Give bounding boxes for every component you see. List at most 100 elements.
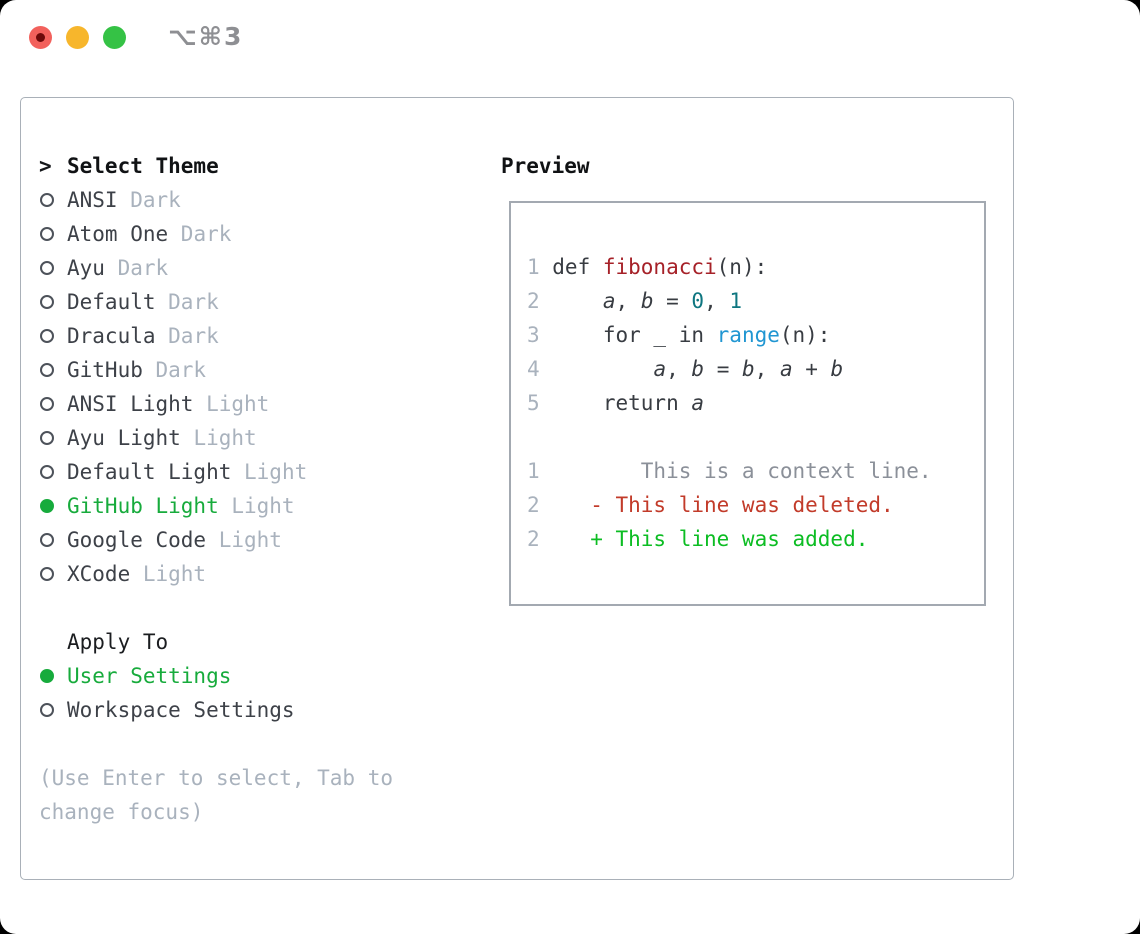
code-token: b <box>830 357 844 381</box>
code-token: fibonacci <box>602 255 717 279</box>
close-button[interactable] <box>29 26 52 49</box>
code-token: , <box>666 357 692 381</box>
radio-icon <box>40 465 54 479</box>
code-token: + <box>792 357 831 381</box>
theme-variant-label: Light <box>206 392 270 416</box>
keyboard-hint: (Use Enter to select, Tab to change focu… <box>39 761 479 829</box>
theme-variant-label: Light <box>142 562 207 586</box>
theme-variant-label: Dark <box>168 290 219 314</box>
apply-option-workspace-settings[interactable]: Workspace Settings <box>39 693 479 727</box>
prompt-caret-icon: > <box>39 154 52 178</box>
radio-icon <box>40 431 54 445</box>
code-line: 2 a, b = 0, 1 <box>527 284 984 318</box>
code-token: , <box>704 289 730 313</box>
theme-variant-label: Light <box>231 494 295 518</box>
line-number: 1 <box>527 459 540 483</box>
select-theme-header: > Select Theme <box>39 149 479 183</box>
code-token: for _ in <box>552 323 717 347</box>
code-token: , <box>754 357 780 381</box>
apply-option-label: Workspace Settings <box>67 698 295 722</box>
zoom-button[interactable] <box>103 26 126 49</box>
line-number: 2 <box>527 527 540 551</box>
code-token: a <box>653 357 667 381</box>
theme-variant-label: Dark <box>117 256 169 280</box>
code-token: (n): <box>716 255 768 279</box>
diff-line-added: 2 + This line was added. <box>527 522 984 556</box>
diff-text: This is a context line. <box>552 459 932 483</box>
apply-to-title: Apply To <box>67 630 169 654</box>
line-number: 3 <box>527 323 540 347</box>
theme-option-atom-one[interactable]: Atom One Dark <box>39 217 479 251</box>
theme-option-default-light[interactable]: Default Light Light <box>39 455 479 489</box>
diff-line-context: 1 This is a context line. <box>527 454 984 488</box>
radio-icon <box>40 261 54 275</box>
code-token: return <box>552 391 692 415</box>
theme-option-github[interactable]: GitHub Dark <box>39 353 479 387</box>
code-token: a <box>691 391 705 415</box>
preview-title: Preview <box>501 154 590 178</box>
code-token: a <box>602 289 616 313</box>
code-token: 1 <box>729 289 743 313</box>
hint-line: change focus) <box>39 800 204 824</box>
code-token: = <box>653 289 692 313</box>
radio-icon <box>40 227 54 241</box>
code-token: a <box>779 357 793 381</box>
diff-line-deleted: 2 - This line was deleted. <box>527 488 984 522</box>
theme-option-label: Ayu <box>67 256 105 280</box>
close-dot-icon <box>36 33 45 42</box>
theme-option-label: Default <box>67 290 156 314</box>
diff-text: - This line was deleted. <box>552 493 894 517</box>
radio-selected-icon <box>40 499 54 513</box>
radio-icon <box>40 397 54 411</box>
theme-variant-label: Light <box>193 426 257 450</box>
code-token: 0 <box>691 289 705 313</box>
theme-option-label: Ayu Light <box>67 426 181 450</box>
theme-option-label: Default Light <box>67 460 232 484</box>
line-number: 2 <box>527 289 540 313</box>
theme-variant-label: Dark <box>155 358 207 382</box>
theme-option-ayu[interactable]: Ayu Dark <box>39 251 479 285</box>
apply-option-user-settings[interactable]: User Settings <box>39 659 479 693</box>
code-token: b <box>741 357 755 381</box>
code-token <box>552 357 653 381</box>
theme-variant-label: Dark <box>130 188 181 212</box>
radio-icon <box>40 193 54 207</box>
theme-option-label: GitHub <box>67 358 143 382</box>
theme-variant-label: Light <box>244 460 308 484</box>
code-token: b <box>691 357 705 381</box>
radio-icon <box>40 329 54 343</box>
title-bar: ⌥⌘3 <box>0 0 1140 74</box>
code-line: 4 a, b = b, a + b <box>527 352 984 386</box>
blank-line <box>527 420 984 454</box>
code-line: 5 return a <box>527 386 984 420</box>
radio-icon <box>40 703 54 717</box>
radio-icon <box>40 533 54 547</box>
theme-option-ayu-light[interactable]: Ayu Light Light <box>39 421 479 455</box>
line-number: 2 <box>527 493 540 517</box>
code-token: b <box>640 289 654 313</box>
theme-variant-label: Dark <box>180 222 232 246</box>
window-title: ⌥⌘3 <box>168 22 244 51</box>
line-number: 5 <box>527 391 540 415</box>
minimize-button[interactable] <box>66 26 89 49</box>
radio-icon <box>40 295 54 309</box>
code-token <box>552 289 603 313</box>
line-number: 1 <box>527 255 540 279</box>
theme-option-label: Atom One <box>67 222 169 246</box>
radio-icon <box>40 567 54 581</box>
theme-option-default[interactable]: Default Dark <box>39 285 479 319</box>
code-token: = <box>704 357 742 381</box>
code-token: , <box>615 289 641 313</box>
